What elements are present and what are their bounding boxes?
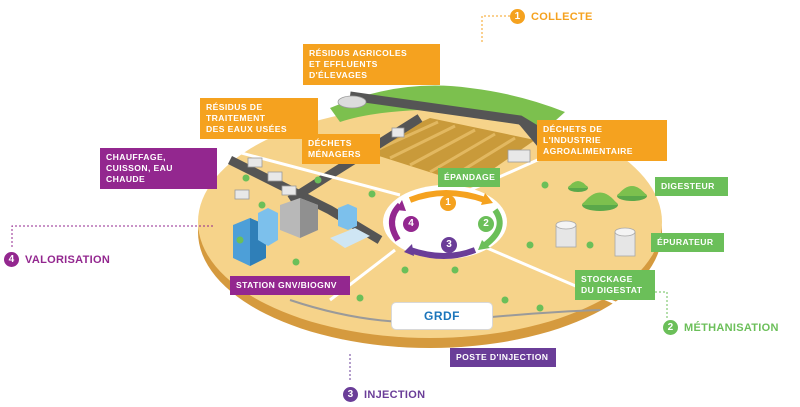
- label-chauffage: CHAUFFAGE, CUISSON, EAU CHAUDE: [100, 148, 217, 189]
- label-line: AGROALIMENTAIRE: [543, 146, 633, 156]
- label-stockage-digestat: STOCKAGE DU DIGESTAT: [575, 270, 655, 300]
- stage-number: 4: [4, 252, 19, 267]
- stage-injection: 3 INJECTION: [343, 387, 425, 402]
- storage-tanks: [555, 220, 636, 257]
- label-line: POSTE D'INJECTION: [456, 352, 549, 362]
- label-line: ET EFFLUENTS D'ÉLEVAGES: [309, 59, 378, 80]
- grdf-sign: GRDF: [392, 303, 492, 329]
- houses: [234, 127, 531, 200]
- digester-domes: [568, 181, 647, 211]
- label-line: DIGESTEUR: [661, 181, 715, 191]
- label-line: CHAUFFAGE,: [106, 152, 166, 162]
- stage-title-text: COLLECTE: [531, 10, 593, 23]
- label-poste-injection: POSTE D'INJECTION: [450, 348, 556, 367]
- label-line: RÉSIDUS DE TRAITEMENT: [206, 102, 266, 123]
- label-digesteur: DIGESTEUR: [655, 177, 728, 196]
- stage-number: 1: [510, 9, 525, 24]
- stage-methanisation: 2 MÉTHANISATION: [663, 320, 779, 335]
- label-line: DÉCHETS: [308, 138, 352, 148]
- stage-number: 3: [343, 387, 358, 402]
- label-residus-eaux-usees: RÉSIDUS DE TRAITEMENT DES EAUX USÉES: [200, 98, 318, 139]
- hub-step-1: 1: [440, 195, 456, 211]
- hub-step-4: 4: [403, 216, 419, 232]
- grdf-logo-text: GRDF: [424, 309, 460, 323]
- label-residus-agricoles: RÉSIDUS AGRICOLES ET EFFLUENTS D'ÉLEVAGE…: [303, 44, 440, 85]
- label-line: RÉSIDUS AGRICOLES: [309, 48, 408, 58]
- label-line: DES EAUX USÉES: [206, 124, 288, 134]
- label-line: STATION GNV/BIOGNV: [236, 280, 337, 290]
- stage-title-text: INJECTION: [364, 388, 426, 401]
- label-line: DU DIGESTAT: [581, 285, 643, 295]
- water-treatment-basin: [337, 95, 367, 109]
- label-line: ÉPANDAGE: [444, 172, 496, 182]
- label-epurateur: ÉPURATEUR: [651, 233, 724, 252]
- label-line: ÉPURATEUR: [657, 237, 714, 247]
- stage-title-text: MÉTHANISATION: [684, 321, 779, 334]
- hub-disc: [383, 185, 507, 259]
- stage-valorisation: 4 VALORISATION: [4, 252, 110, 267]
- label-line: CUISSON, EAU CHAUDE: [106, 163, 173, 184]
- stage-collecte: 1 COLLECTE: [510, 9, 593, 24]
- label-dechets-menagers: DÉCHETS MÉNAGERS: [302, 134, 380, 164]
- label-line: DÉCHETS DE L'INDUSTRIE: [543, 124, 603, 145]
- hub-step-2: 2: [478, 216, 494, 232]
- label-station-gnv: STATION GNV/BIOGNV: [230, 276, 350, 295]
- hub-step-3: 3: [441, 237, 457, 253]
- label-dechets-industrie: DÉCHETS DE L'INDUSTRIE AGROALIMENTAIRE: [537, 120, 667, 161]
- label-epandage: ÉPANDAGE: [438, 168, 500, 187]
- stage-number: 2: [663, 320, 678, 335]
- stage-title-text: VALORISATION: [25, 253, 111, 266]
- city-buildings: [233, 198, 370, 266]
- label-line: STOCKAGE: [581, 274, 633, 284]
- label-line: MÉNAGERS: [308, 149, 361, 159]
